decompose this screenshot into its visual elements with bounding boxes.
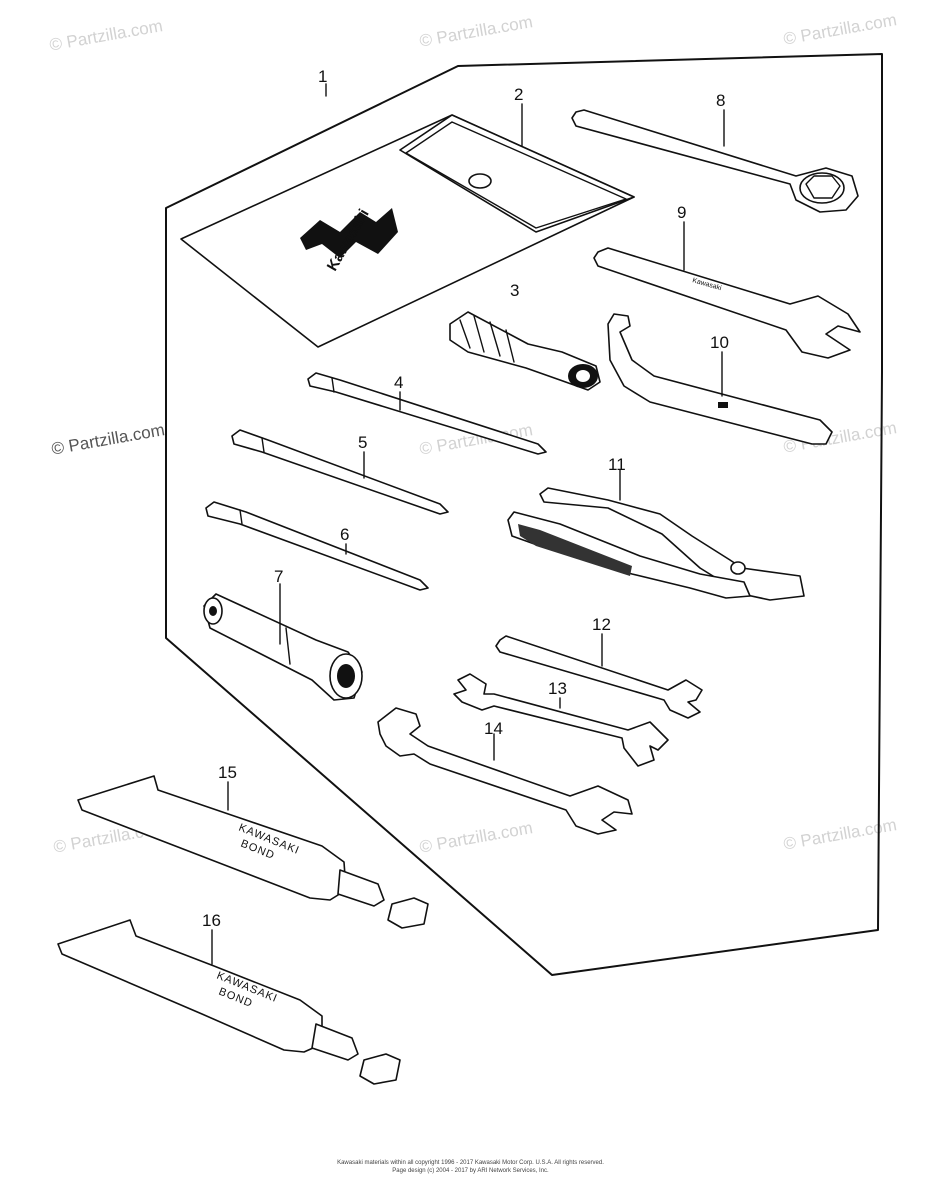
bond-tube-16: KAWASAKI BOND (57, 919, 401, 1085)
box-wrench (571, 109, 859, 213)
screwdriver-blade-6 (205, 501, 429, 591)
screwdriver-blade-5 (231, 429, 449, 515)
callout-9: 9 (677, 203, 686, 222)
pliers (507, 487, 805, 601)
callout-13: 13 (548, 679, 567, 698)
callout-2: 2 (514, 85, 523, 104)
bond-tube-15: KAWASAKI BOND (77, 775, 429, 929)
copyright-footer: Kawasaki materials within all copyright … (0, 1159, 941, 1175)
callout-5: 5 (358, 433, 367, 452)
hook-spanner (607, 313, 833, 445)
tool-kit-outline (165, 53, 883, 976)
callout-1: 1 (318, 67, 327, 86)
callout-12: 12 (592, 615, 611, 634)
screwdriver-handle (449, 311, 601, 391)
open-wrench-9: Kawasaki (593, 247, 861, 359)
callout-3: 3 (510, 281, 519, 300)
callout-4: 4 (394, 373, 403, 392)
footer-line-1: Kawasaki materials within all copyright … (337, 1160, 604, 1166)
callout-11: 11 (608, 455, 626, 474)
callout-6: 6 (340, 525, 349, 544)
callout-16: 16 (202, 911, 221, 930)
tool-pouch: Kawasaki (180, 114, 635, 348)
callout-14: 14 (484, 719, 503, 738)
double-wrench-14 (377, 707, 633, 835)
callout-7: 7 (274, 567, 283, 586)
callout-15: 15 (218, 763, 237, 782)
leader-lines (211, 83, 725, 965)
open-wrench-12 (495, 635, 703, 719)
callout-8: 8 (716, 91, 725, 110)
callouts: 1 2 3 4 5 6 7 8 9 10 11 12 13 14 15 16 (202, 67, 729, 930)
screwdriver-blade-4 (307, 372, 547, 455)
double-wrench-13 (453, 673, 669, 767)
footer-line-2: Page design (c) 2004 - 2017 by ARI Netwo… (392, 1168, 549, 1174)
plug-wrench (203, 593, 363, 701)
callout-10: 10 (710, 333, 729, 352)
